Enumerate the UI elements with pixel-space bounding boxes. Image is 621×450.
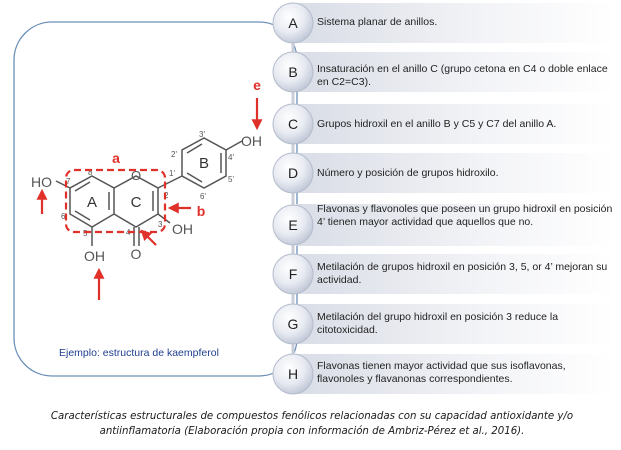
dashed-box-a <box>64 168 167 234</box>
bond-4p-oh <box>225 140 243 151</box>
ring-c-bonds <box>113 175 159 228</box>
oh-label-c3: OH <box>172 221 193 237</box>
marker-e: e <box>253 77 261 93</box>
list-item-text-b: Insaturación en el anillo C (grupo ceton… <box>317 63 608 88</box>
pos-3p: 3' <box>199 130 205 139</box>
ring-b-double-1 <box>186 143 203 154</box>
ring-label-c: C <box>131 194 142 211</box>
strip-g <box>296 304 616 344</box>
bond-7-oh <box>55 180 71 189</box>
circle-e <box>272 204 314 246</box>
pos-3: 3 <box>158 220 163 229</box>
molecule-frame <box>13 21 298 377</box>
oh-label-left: HO <box>31 174 52 190</box>
letter-e: E <box>288 217 297 233</box>
marker-b: b <box>197 203 206 219</box>
strip-b <box>296 52 616 92</box>
property-list: A B C D E F G H <box>272 2 616 395</box>
circle-d <box>272 152 314 194</box>
circle-c <box>272 103 314 145</box>
bond-c2-c1p <box>157 175 183 189</box>
list-item-text-f: Metilación de grupos hidroxil en posició… <box>317 261 608 286</box>
list-item-text-c: Grupos hidroxil en el anillo B y C5 y C7… <box>317 118 557 130</box>
letter-h: H <box>288 366 298 382</box>
list-item-text-d: Número y posición de grupos hidroxilo. <box>317 167 499 179</box>
list-item-text-h: Flavonas tienen mayor actividad que sus … <box>317 360 566 385</box>
pos-1p: 1' <box>169 169 175 178</box>
pos-4p: 4' <box>228 153 234 162</box>
strip-f <box>296 254 616 294</box>
pos-8: 8 <box>88 168 93 177</box>
carbonyl-oxygen: O <box>131 246 142 262</box>
marker-a: a <box>112 150 120 166</box>
molecule-caption: Ejemplo: estructura de kaempferol <box>59 347 219 359</box>
pos-2p: 2' <box>171 150 177 159</box>
figure-caption: Características estructurales de compues… <box>50 411 574 437</box>
letter-f: F <box>289 266 298 282</box>
kaempferol-structure <box>55 137 243 246</box>
letter-a: A <box>288 15 298 31</box>
strip-d <box>296 153 616 193</box>
list-item-text-a: Sistema planar de anillos. <box>317 16 438 28</box>
circle-h <box>272 353 314 395</box>
circle-f <box>272 253 314 295</box>
circle-a <box>272 2 314 44</box>
ring-a-double-1 <box>74 181 91 192</box>
pos-7: 7 <box>66 177 71 186</box>
strip-h <box>296 354 616 394</box>
letter-d: D <box>288 165 298 181</box>
pos-6p: 6' <box>200 192 206 201</box>
strip-a <box>296 3 616 43</box>
arrow-c4 <box>140 229 157 246</box>
ring-b-double-3 <box>186 172 203 183</box>
pos-6: 6 <box>61 212 66 221</box>
strip-c <box>296 104 616 144</box>
ring-oxygen: O <box>131 168 141 183</box>
ring-label-a: A <box>87 194 97 211</box>
oh-label-bottom: OH <box>84 248 105 264</box>
pos-2: 2 <box>164 191 169 200</box>
list-item-text-g: Metilación del grupo hidroxil en posició… <box>317 311 559 336</box>
pos-5p: 5' <box>228 175 234 184</box>
oh-label-top-right: OH <box>241 133 262 149</box>
strip-e <box>296 204 616 246</box>
ring-a-double-2 <box>74 210 91 221</box>
letter-b: B <box>288 64 297 80</box>
circle-b <box>272 51 314 93</box>
letter-c: C <box>288 116 298 132</box>
list-item-text-e: Flavonas y flavonoles que poseen un grup… <box>317 203 613 228</box>
ring-label-b: B <box>199 155 209 172</box>
circle-g <box>272 303 314 345</box>
pos-5: 5 <box>83 229 88 238</box>
letter-g: G <box>288 316 299 332</box>
